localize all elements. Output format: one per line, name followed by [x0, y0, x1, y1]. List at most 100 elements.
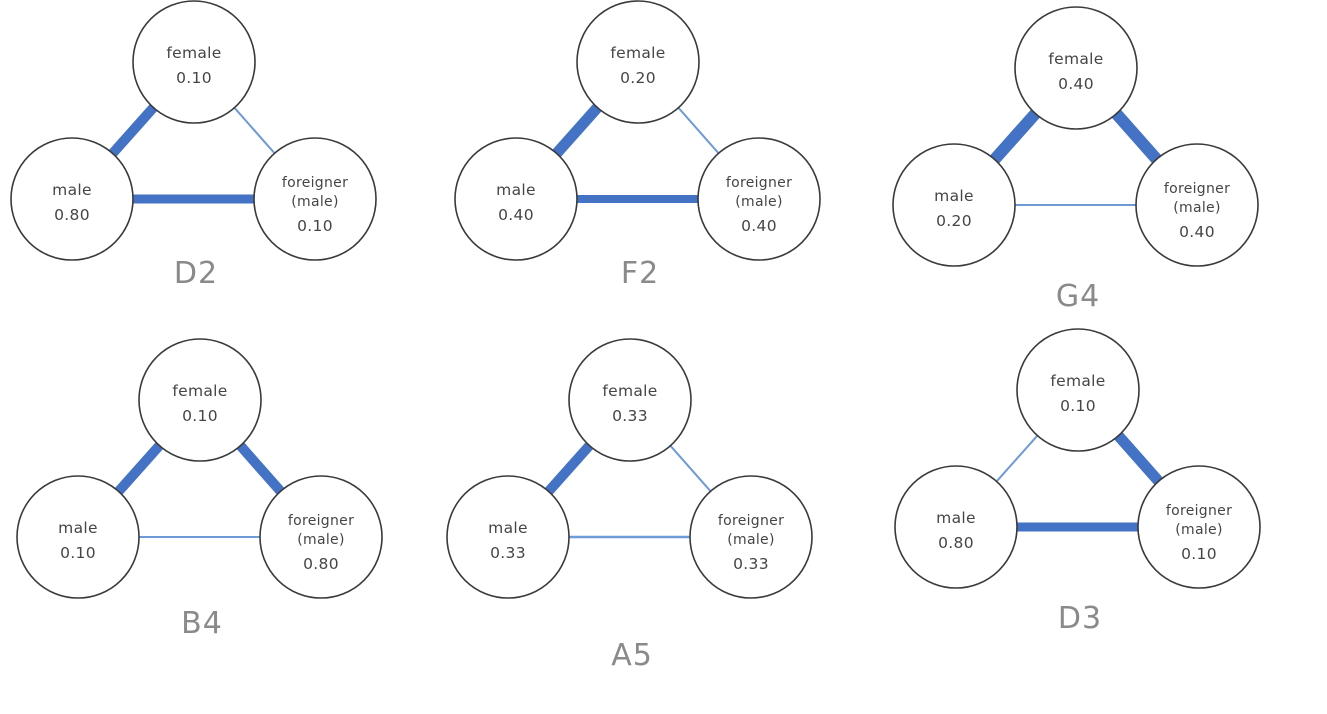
node-label-female: female: [1050, 372, 1105, 390]
panel-caption: B4: [181, 606, 223, 641]
edge-female-foreigner: [676, 106, 721, 155]
node-circle-female: [568, 338, 692, 462]
node-female[interactable]: female 0.40: [1014, 6, 1138, 130]
node-circle-male: [894, 465, 1018, 589]
node-circle-female: [138, 338, 262, 462]
node-male[interactable]: male 0.20: [892, 143, 1016, 267]
node-sublabel-foreigner: (male): [1175, 522, 1222, 538]
node-circle-male: [10, 137, 134, 261]
node-value-foreigner: 0.33: [733, 555, 769, 573]
node-label-foreigner: foreigner: [282, 175, 348, 191]
node-value-foreigner: 0.40: [741, 217, 777, 235]
node-circle-foreigner: [259, 475, 383, 599]
node-male[interactable]: male 0.10: [16, 475, 140, 599]
node-female[interactable]: female 0.10: [132, 0, 256, 124]
node-value-female: 0.33: [612, 407, 648, 425]
node-female[interactable]: female 0.10: [1016, 328, 1140, 452]
panel-caption: D3: [1058, 601, 1102, 636]
node-sublabel-foreigner: (male): [735, 194, 782, 210]
node-value-male: 0.33: [490, 544, 526, 562]
edge-female-foreigner: [1113, 431, 1164, 486]
node-label-female: female: [610, 44, 665, 62]
node-circle-foreigner: [689, 475, 813, 599]
node-label-foreigner: foreigner: [718, 513, 784, 529]
panel-caption: D2: [174, 256, 218, 291]
node-value-female: 0.40: [1058, 75, 1094, 93]
edge-female-foreigner: [235, 441, 286, 496]
node-sublabel-foreigner: (male): [1173, 200, 1220, 216]
node-foreigner[interactable]: foreigner (male) 0.33: [689, 475, 813, 599]
node-male[interactable]: male 0.80: [894, 465, 1018, 589]
node-value-female: 0.20: [620, 69, 656, 87]
node-label-male: male: [936, 509, 976, 527]
panel-caption: G4: [1056, 279, 1100, 314]
edge-female-foreigner: [668, 444, 713, 493]
edge-female-male: [989, 108, 1041, 165]
node-foreigner[interactable]: foreigner (male) 0.10: [253, 137, 377, 261]
node-value-male: 0.20: [936, 212, 972, 230]
node-sublabel-foreigner: (male): [727, 532, 774, 548]
node-value-foreigner: 0.40: [1179, 223, 1215, 241]
node-label-male: male: [58, 519, 98, 537]
node-label-female: female: [166, 44, 221, 62]
node-circle-male: [446, 475, 570, 599]
node-female[interactable]: female 0.10: [138, 338, 262, 462]
edge-female-foreigner: [1111, 108, 1162, 165]
node-label-foreigner: foreigner: [726, 175, 792, 191]
panel-caption: F2: [621, 256, 659, 291]
node-label-female: female: [1048, 50, 1103, 68]
edge-female-male: [108, 103, 158, 158]
node-label-female: female: [602, 382, 657, 400]
node-circle-male: [16, 475, 140, 599]
node-circle-female: [576, 0, 700, 124]
node-foreigner[interactable]: foreigner (male) 0.40: [697, 137, 821, 261]
node-female[interactable]: female 0.33: [568, 338, 692, 462]
node-label-male: male: [488, 519, 528, 537]
node-value-foreigner: 0.10: [297, 217, 333, 235]
node-foreigner[interactable]: foreigner (male) 0.40: [1135, 143, 1259, 267]
node-circle-female: [132, 0, 256, 124]
node-value-female: 0.10: [182, 407, 218, 425]
node-circle-male: [454, 137, 578, 261]
edge-female-male: [995, 434, 1039, 483]
node-circle-male: [892, 143, 1016, 267]
node-value-female: 0.10: [176, 69, 212, 87]
node-label-foreigner: foreigner: [1164, 181, 1230, 197]
node-circle-female: [1014, 6, 1138, 130]
node-circle-foreigner: [1137, 465, 1261, 589]
node-label-foreigner: foreigner: [288, 513, 354, 529]
node-value-foreigner: 0.10: [1181, 545, 1217, 563]
node-male[interactable]: male 0.33: [446, 475, 570, 599]
node-value-male: 0.80: [938, 534, 974, 552]
node-foreigner[interactable]: foreigner (male) 0.10: [1137, 465, 1261, 589]
node-circle-female: [1016, 328, 1140, 452]
edge-female-male: [544, 441, 594, 496]
panel-caption: A5: [611, 638, 653, 673]
node-label-female: female: [172, 382, 227, 400]
node-label-male: male: [52, 181, 92, 199]
node-female[interactable]: female 0.20: [576, 0, 700, 124]
node-label-male: male: [496, 181, 536, 199]
node-sublabel-foreigner: (male): [291, 194, 338, 210]
node-value-male: 0.10: [60, 544, 96, 562]
node-value-foreigner: 0.80: [303, 555, 339, 573]
edge-female-male: [551, 103, 603, 158]
node-foreigner[interactable]: foreigner(male)0.80: [259, 475, 383, 599]
edge-female-male: [114, 441, 164, 496]
node-value-female: 0.10: [1060, 397, 1096, 415]
node-label-foreigner: foreigner: [1166, 503, 1232, 519]
node-circle-foreigner: [253, 137, 377, 261]
node-label-male: male: [934, 187, 974, 205]
node-circle-foreigner: [697, 137, 821, 261]
node-circle-foreigner: [1135, 143, 1259, 267]
edge-female-foreigner: [232, 106, 277, 155]
